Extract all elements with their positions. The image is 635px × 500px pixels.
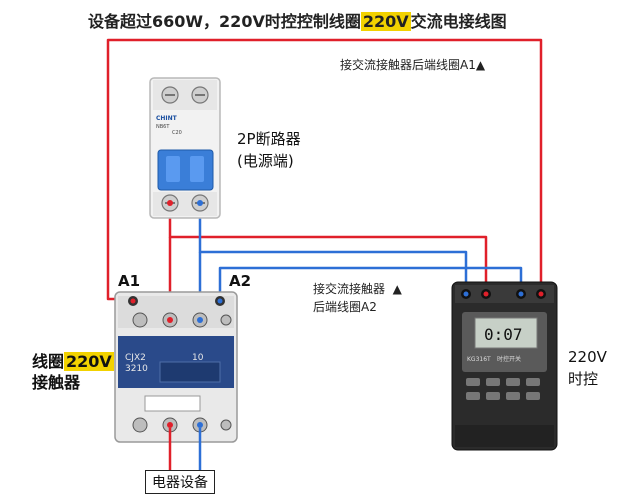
wire-red-breaker-to-timer	[168, 203, 488, 288]
title-part-2: 交流电接线图	[410, 12, 507, 31]
top-note: 接交流接触器后端线圈A1▲	[340, 58, 486, 72]
timer-model: KG316T	[467, 356, 491, 363]
wire-blue-a2-to-timer	[218, 266, 523, 299]
breaker-model: NB6T	[156, 124, 170, 130]
wire-blue-breaker-to-timer	[198, 203, 468, 288]
contactor-number: 10	[192, 353, 204, 363]
breaker-label: 2P断路器	[237, 130, 301, 148]
contactor-model-2: 3210	[125, 364, 148, 374]
breaker-sublabel: (电源端)	[237, 152, 294, 170]
timer-display: 0:07	[484, 325, 523, 344]
contactor-model-1: CJX2	[125, 353, 146, 363]
title-part-1: 设备超过660W，220V时控控制线圈	[88, 12, 361, 31]
timer-label-2: 时控	[568, 370, 599, 388]
timer-device: 0:07 KG316T 时控开关	[451, 281, 558, 451]
breaker-2p: CHINT NB6T C20	[149, 77, 221, 219]
mid-note-text: 接交流接触器	[313, 282, 386, 296]
contactor: CJX2 3210 10	[114, 291, 238, 443]
mid-note-line1: 接交流接触器 ▲	[313, 280, 402, 297]
timer-label-1: 220V	[568, 348, 607, 366]
timer-brand: 时控开关	[497, 355, 521, 363]
a2-label: A2	[229, 272, 252, 290]
contactor-prefix: 线圈	[32, 352, 65, 371]
title-highlight: 220V	[360, 12, 411, 31]
contactor-highlight: 220V	[64, 352, 114, 371]
breaker-rating: C20	[172, 130, 182, 136]
breaker-brand: CHINT	[156, 115, 178, 122]
mid-note-line2: 后端线圈A2	[313, 300, 377, 314]
contactor-label-2: 接触器	[32, 373, 81, 392]
a1-label: A1	[118, 272, 141, 290]
wires-output	[168, 428, 202, 470]
up-arrow-icon: ▲	[392, 282, 402, 296]
appliance-box: 电器设备	[145, 470, 215, 494]
